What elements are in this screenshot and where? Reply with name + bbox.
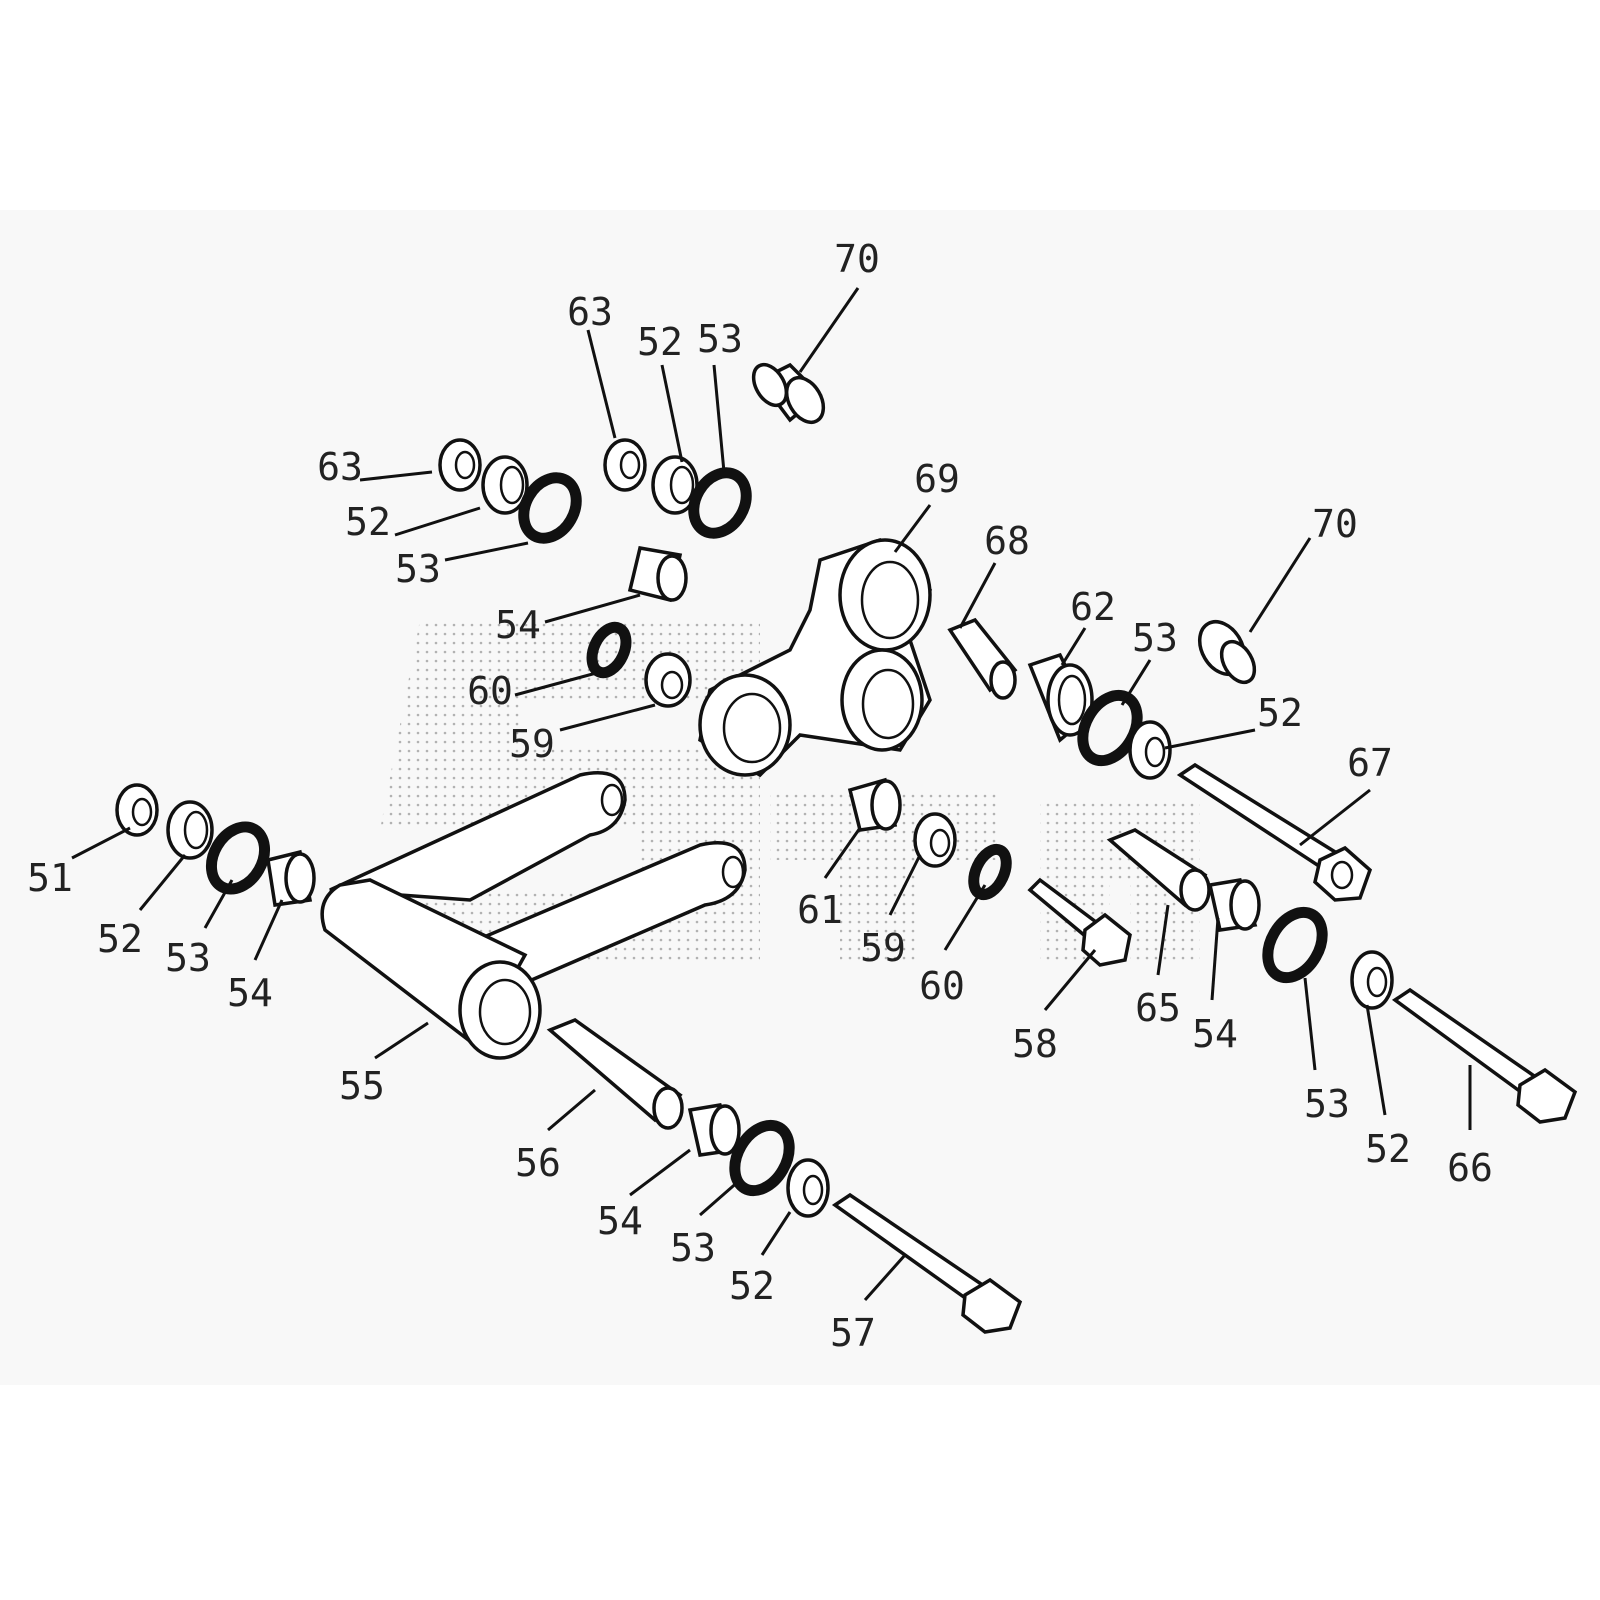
bushing-70-top <box>751 362 826 425</box>
nut-51 <box>115 783 159 837</box>
callout-68: 68 <box>984 519 1030 563</box>
callout-65: 65 <box>1135 986 1181 1030</box>
collar-52 <box>651 455 699 515</box>
callout-54: 54 <box>597 1199 643 1243</box>
callout-61: 61 <box>797 888 843 932</box>
collar-52 <box>1128 720 1172 780</box>
callout-58: 58 <box>1012 1022 1058 1066</box>
callout-59: 59 <box>509 722 555 766</box>
callout-53: 53 <box>165 936 211 980</box>
bearing-61 <box>847 777 902 832</box>
callout-53: 53 <box>395 547 441 591</box>
collar-52 <box>166 800 214 860</box>
seal-53 <box>518 472 582 544</box>
callout-59: 59 <box>860 926 906 970</box>
bearing-54 <box>266 849 316 907</box>
bearing-54 <box>627 545 688 603</box>
bearing-54 <box>1207 878 1261 932</box>
bolt-57 <box>831 1192 1023 1334</box>
callout-62: 62 <box>1070 585 1116 629</box>
seal-53 <box>205 821 271 895</box>
callout-53: 53 <box>1132 616 1178 660</box>
seal-53 <box>729 1119 795 1197</box>
callout-labels: 70 63 52 53 63 52 53 54 60 59 69 68 70 6… <box>27 237 1493 1355</box>
callout-54: 54 <box>495 603 541 647</box>
callout-66: 66 <box>1447 1146 1493 1190</box>
callout-60: 60 <box>467 669 513 713</box>
collar-59 <box>913 812 957 868</box>
callout-53: 53 <box>670 1226 716 1270</box>
collar-65 <box>1106 828 1211 912</box>
callout-51: 51 <box>27 856 73 900</box>
callout-56: 56 <box>515 1141 561 1185</box>
seal-53 <box>688 467 752 539</box>
link-55 <box>320 771 747 1060</box>
callout-52: 52 <box>1365 1127 1411 1171</box>
callout-67: 67 <box>1347 741 1393 785</box>
callout-54: 54 <box>227 971 273 1015</box>
callout-55: 55 <box>339 1064 385 1108</box>
callout-53: 53 <box>1304 1082 1350 1126</box>
nut-63-b <box>603 438 647 492</box>
collar-56 <box>546 1018 684 1130</box>
callout-53: 53 <box>697 317 743 361</box>
callout-63: 63 <box>317 445 363 489</box>
collar-59 <box>644 652 692 708</box>
nut-63-a <box>438 438 482 492</box>
bushing-70-right <box>1197 620 1257 685</box>
callout-70: 70 <box>834 237 880 281</box>
collar-68 <box>947 617 1018 700</box>
collar-52 <box>786 1158 830 1218</box>
seal-53 <box>1262 906 1328 984</box>
collar-52 <box>481 455 529 515</box>
rocker-arm-69 <box>698 537 933 778</box>
bearing-54 <box>687 1103 741 1157</box>
callout-60: 60 <box>919 964 965 1008</box>
callout-52: 52 <box>97 917 143 961</box>
callout-54: 54 <box>1192 1012 1238 1056</box>
callout-69: 69 <box>914 457 960 501</box>
callout-52: 52 <box>345 500 391 544</box>
leader-lines <box>71 287 1472 1301</box>
callout-57: 57 <box>830 1311 876 1355</box>
callout-52: 52 <box>637 320 683 364</box>
callout-52: 52 <box>1257 691 1303 735</box>
collar-52 <box>1350 950 1394 1010</box>
callout-70: 70 <box>1312 502 1358 546</box>
bolt-66 <box>1391 987 1578 1124</box>
callout-52: 52 <box>729 1264 775 1308</box>
callout-63: 63 <box>567 290 613 334</box>
